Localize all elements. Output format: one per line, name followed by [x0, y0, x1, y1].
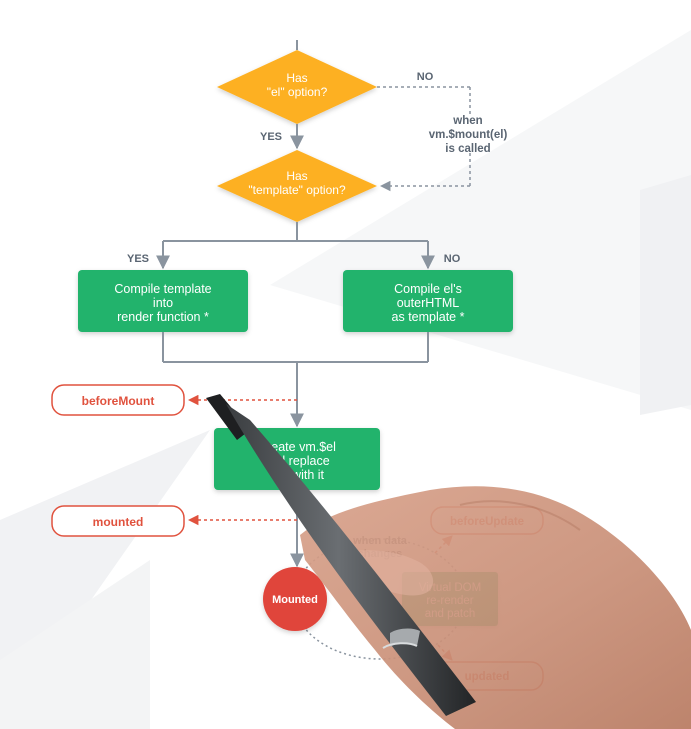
create-line-2: and replace [264, 454, 329, 468]
before-update-hook: beforeUpdate [430, 506, 544, 535]
compile-template-box: Compile template into render function * [78, 270, 248, 332]
template-branch-lines [156, 222, 435, 270]
before-mount-label: beforeMount [82, 394, 155, 408]
create-line-3: "el" with it [270, 468, 325, 482]
decision-has-template-option: Has "template" option? [217, 150, 377, 222]
compile-right-line-1: Compile el's [394, 282, 462, 296]
virtual-dom-box: Virtual DOM re-render and patch [402, 572, 498, 626]
no-label-branch: NO [444, 253, 461, 265]
background-decor [0, 30, 691, 729]
virtual-dom-line-1: Virtual DOM [419, 582, 481, 594]
compile-right-line-3: as template * [392, 310, 465, 324]
create-vm-el-box: Create vm.$el and replace "el" with it [214, 428, 380, 490]
mounted-hook-label: mounted [93, 515, 144, 529]
virtual-dom-line-3: and patch [425, 608, 476, 620]
decision-1-line-2: "el" option? [267, 85, 328, 99]
mounted-circle-label: Mounted [272, 594, 318, 606]
compile-left-line-1: Compile template [114, 282, 211, 296]
decision-2-line-2: "template" option? [248, 183, 346, 197]
yes-label-branch: YES [127, 253, 149, 265]
updated-label: updated [465, 671, 510, 683]
when-mount-line-3: is called [445, 143, 490, 155]
decision-has-el-option: Has "el" option? [217, 50, 377, 124]
create-line-1: Create vm.$el [258, 440, 336, 454]
mounted-hook: mounted [51, 505, 297, 537]
decision-2-line-1: Has [286, 169, 307, 183]
merge-lines [162, 332, 429, 428]
compile-right-line-2: outerHTML [397, 296, 460, 310]
before-update-label: beforeUpdate [450, 516, 524, 528]
when-mount-line-1: when [452, 115, 482, 127]
when-mount-line-2: vm.$mount(el) [429, 129, 508, 141]
updated-hook: updated [431, 661, 544, 691]
virtual-dom-line-2: re-render [426, 595, 473, 607]
mounted-state-circle: Mounted [263, 567, 327, 631]
no-el-path [377, 86, 471, 192]
compile-left-line-3: render function * [117, 310, 209, 324]
compile-el-outerhtml-box: Compile el's outerHTML as template * [343, 270, 513, 332]
data-change-line-2: changes [358, 548, 403, 560]
no-label-top: NO [417, 71, 434, 83]
before-mount-hook: beforeMount [51, 384, 297, 416]
yes-label-top: YES [260, 131, 282, 143]
decision-1-line-1: Has [286, 71, 307, 85]
compile-left-line-2: into [153, 296, 173, 310]
data-change-line-1: when data [352, 535, 408, 547]
